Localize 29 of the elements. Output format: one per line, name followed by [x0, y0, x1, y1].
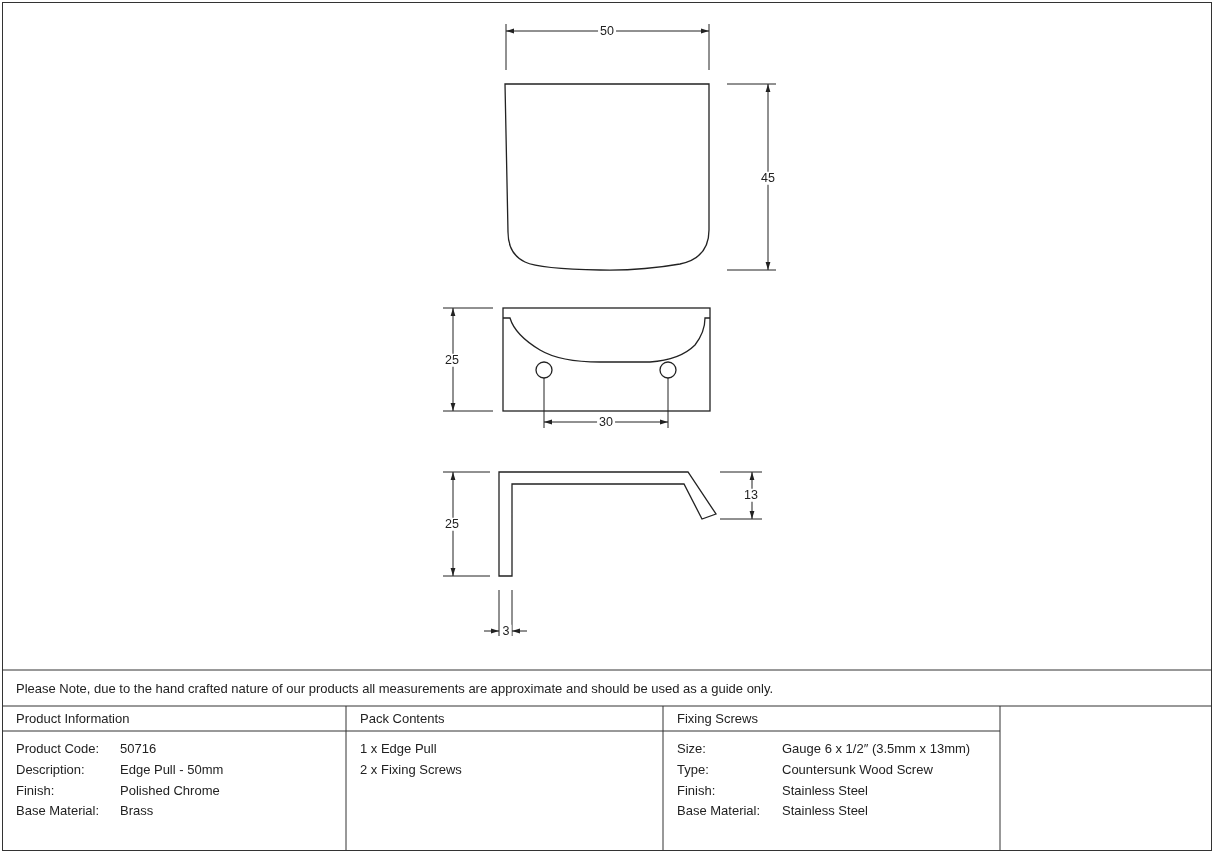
- field-label: Base Material:: [677, 803, 761, 817]
- field-value: Stainless Steel: [782, 783, 868, 797]
- field-value: Edge Pull - 50mm: [120, 762, 224, 776]
- field-label: Type:: [677, 762, 709, 776]
- column-heading: Fixing Screws: [677, 711, 758, 725]
- field-label: Finish:: [16, 783, 55, 797]
- dimension-value: 25: [443, 353, 461, 367]
- field-label: Size:: [677, 741, 706, 755]
- field-label: Product Code:: [16, 741, 100, 755]
- dimension-value: 3: [500, 624, 512, 638]
- dimension-value: 45: [759, 171, 777, 185]
- column-heading: Pack Contents: [360, 711, 445, 725]
- dimension-value: 13: [742, 488, 760, 502]
- field-label: Description:: [16, 762, 85, 776]
- column-heading: Product Information: [16, 711, 130, 725]
- field-label: Base Material:: [16, 803, 100, 817]
- field-label: Finish:: [677, 783, 716, 797]
- dimension-value: 30: [597, 415, 615, 429]
- note-text: Please Note, due to the hand crafted nature of our products all measurements are approximate and should be used as a guide only.: [16, 681, 774, 695]
- field-value: Brass: [120, 803, 154, 817]
- dimension-value: 25: [443, 517, 461, 531]
- field-value: Countersunk Wood Screw: [782, 762, 933, 776]
- field-value: Stainless Steel: [782, 803, 868, 817]
- field-value: Gauge 6 x 1/2″ (3.5mm x 13mm): [782, 741, 971, 755]
- field-value: 2 x Fixing Screws: [360, 762, 462, 776]
- field-value: 50716: [120, 741, 157, 755]
- field-value: 1 x Edge Pull: [360, 741, 437, 755]
- field-value: Polished Chrome: [120, 783, 220, 797]
- dimension-value: 50: [598, 24, 616, 38]
